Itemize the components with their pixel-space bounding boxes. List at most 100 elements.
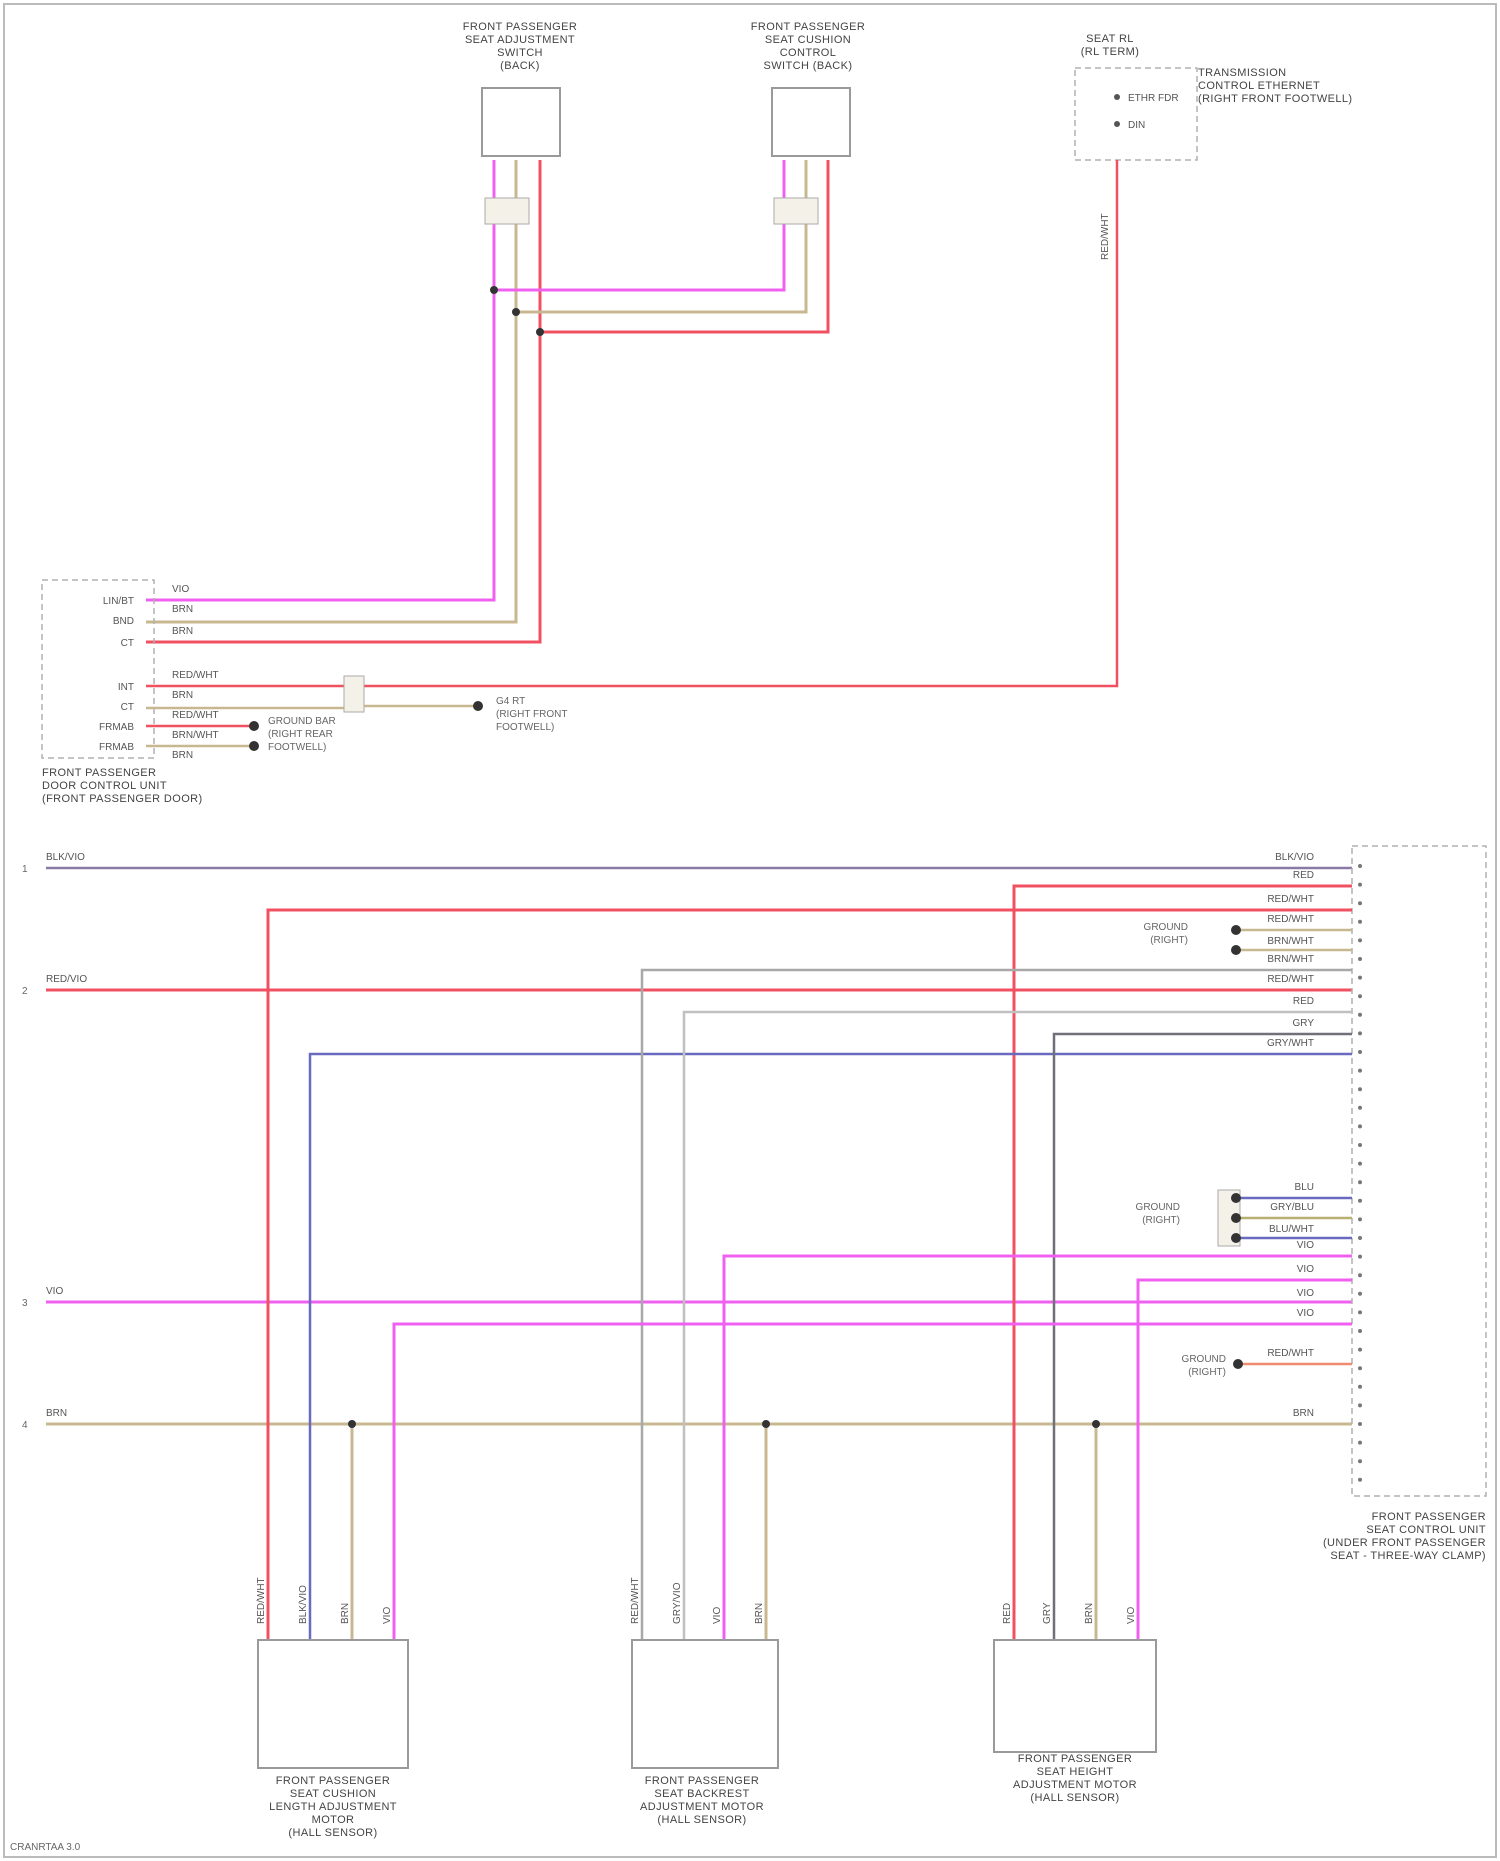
right-wire-label: GRY xyxy=(1293,1018,1315,1029)
motor-wire-label: RED/WHT xyxy=(256,1577,267,1624)
ground-right-3-label: GROUND(RIGHT) xyxy=(1182,1354,1226,1378)
conn-a xyxy=(485,198,529,224)
right-pin xyxy=(1358,1143,1362,1147)
wire-gray-m2 xyxy=(642,970,1352,1640)
right-wire-label: GRY/BLU xyxy=(1270,1202,1314,1213)
motor-wire-label: BLK/VIO xyxy=(298,1585,309,1624)
ground-left-1-label: GROUND BAR(RIGHT REARFOOTWELL) xyxy=(268,716,336,753)
right-pin xyxy=(1358,1087,1362,1091)
footer-ref: CRANRTAA 3.0 xyxy=(10,1842,81,1853)
bus-1-number: 1 xyxy=(22,864,28,875)
right-pin xyxy=(1358,994,1362,998)
ground-splice-1 xyxy=(249,721,259,731)
wire-pink-m2 xyxy=(724,1256,1352,1640)
bus-4-splice-3 xyxy=(1092,1420,1100,1428)
left-wire-label: RED/WHT xyxy=(172,670,219,681)
ground-right-dot-1 xyxy=(1231,925,1241,935)
relay-contact-1 xyxy=(1114,94,1120,100)
left-wire-label: BRN xyxy=(172,626,193,637)
wire-red-m1 xyxy=(268,910,1352,1640)
left-pin-label: INT xyxy=(118,682,134,693)
right-pin xyxy=(1358,1124,1362,1128)
left-pin-label: LIN/BT xyxy=(103,596,134,607)
right-wire-label: RED/WHT xyxy=(1267,914,1314,925)
right-pin xyxy=(1358,1441,1362,1445)
right-wire-label: VIO xyxy=(1297,1264,1314,1275)
ground-right-dot-5 xyxy=(1231,1233,1241,1243)
splice-1 xyxy=(490,286,498,294)
right-pin xyxy=(1358,938,1362,942)
right-module-box xyxy=(1352,846,1486,1496)
right-wire-label: GRY/WHT xyxy=(1267,1038,1314,1049)
motor-wire-label: BRN xyxy=(1084,1603,1095,1624)
bus-4-splice-2 xyxy=(762,1420,770,1428)
wire-darkgray-m3 xyxy=(1054,1034,1352,1640)
left-pin-label: FRMAB xyxy=(99,742,134,753)
motor-2-label: FRONT PASSENGERSEAT BACKRESTADJUSTMENT M… xyxy=(640,1775,764,1826)
right-pin xyxy=(1358,1199,1362,1203)
motor-3-box xyxy=(994,1640,1156,1752)
ground-splice-2 xyxy=(249,741,259,751)
motor-wire-label: GRY/VIO xyxy=(672,1582,683,1624)
right-pin xyxy=(1358,1310,1362,1314)
motor-wire-label: VIO xyxy=(1126,1607,1137,1624)
wire-pink-b xyxy=(494,160,784,290)
right-pin xyxy=(1358,1255,1362,1259)
inline-connector xyxy=(344,676,364,712)
right-wire-label: RED/WHT xyxy=(1267,974,1314,985)
bus-2-label: RED/VIO xyxy=(46,974,87,985)
ground-right-dot-6 xyxy=(1233,1359,1243,1369)
wire-blue-m1 xyxy=(310,1054,1352,1640)
wire-red-a xyxy=(146,160,540,642)
right-pin xyxy=(1358,1180,1362,1184)
right-pin xyxy=(1358,1366,1362,1370)
right-pin xyxy=(1358,1031,1362,1035)
right-pin xyxy=(1358,1478,1362,1482)
relay-label: SEAT RL(RL TERM) xyxy=(1081,33,1140,58)
wire-tan-gnd1 xyxy=(146,706,476,708)
right-pin xyxy=(1358,1217,1362,1221)
motor-wire-label: BRN xyxy=(340,1603,351,1624)
right-pin xyxy=(1358,1348,1362,1352)
right-pin xyxy=(1358,883,1362,887)
right-pin xyxy=(1358,1106,1362,1110)
left-pin-label: CT xyxy=(121,702,134,713)
switch-a-box xyxy=(482,88,560,156)
relay: SEAT RL(RL TERM) ETHR FDR DIN TRANSMISSI… xyxy=(1075,33,1352,160)
left-pin-label: BND xyxy=(113,616,134,627)
relay-contact-2 xyxy=(1114,121,1120,127)
splice-2 xyxy=(512,308,520,316)
right-wire-label: BRN/WHT xyxy=(1267,936,1314,947)
bus-4-splice-1 xyxy=(348,1420,356,1428)
left-wire-label: BRN/WHT xyxy=(172,730,219,741)
ground-right-2-label: GROUND(RIGHT) xyxy=(1136,1202,1180,1226)
left-module-box xyxy=(42,580,154,758)
motor-wire-label: VIO xyxy=(382,1607,393,1624)
right-pin xyxy=(1358,1013,1362,1017)
wire-relay-red xyxy=(146,160,1117,686)
wire-tan-a xyxy=(146,160,516,622)
right-pin xyxy=(1358,1329,1362,1333)
wire-pink-a xyxy=(146,160,494,600)
relay-wire-label: RED/WHT xyxy=(1100,213,1111,260)
left-pin-label: FRMAB xyxy=(99,722,134,733)
right-pin xyxy=(1358,1403,1362,1407)
relay-pin-2: DIN xyxy=(1128,120,1145,131)
left-wire-label: BRN xyxy=(172,750,193,761)
motor-wire-label: GRY xyxy=(1042,1602,1053,1624)
bus-3-number: 3 xyxy=(22,1298,28,1309)
ground-right-dot-4 xyxy=(1231,1213,1241,1223)
right-pin xyxy=(1358,1236,1362,1240)
right-pin xyxy=(1358,1385,1362,1389)
motor-wire-label: RED xyxy=(1002,1603,1013,1624)
switch-b-label: FRONT PASSENGERSEAT CUSHIONCONTROLSWITCH… xyxy=(751,21,865,72)
